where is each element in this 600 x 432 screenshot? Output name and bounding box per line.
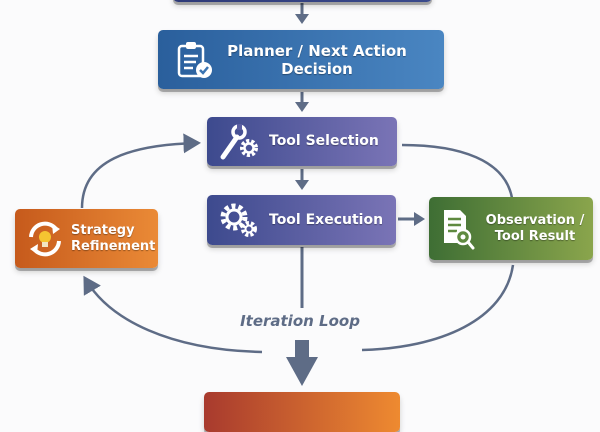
document-search-icon: [441, 207, 477, 251]
next-step-box: [204, 392, 400, 432]
connectors: [80, 3, 515, 386]
arrow-to-bottom: [286, 340, 318, 386]
refresh-lightbulb-icon: [25, 219, 65, 259]
arrow-loop-to-strategy: [83, 275, 263, 354]
observation-label: Observation / Tool Result: [485, 212, 585, 244]
agent-loop-diagram: Planner / Next Action Decision Tool Sele…: [15, 0, 593, 432]
arrow-selection-to-execution: [295, 169, 309, 190]
strategy-refinement-node[interactable]: Strategy Refinement: [15, 209, 158, 268]
planner-label: Planner / Next Action Decision: [227, 41, 407, 78]
gears-icon: [217, 201, 261, 239]
arrow-strategy-to-selection: [80, 133, 201, 209]
tool-selection-label: Tool Selection: [269, 133, 379, 150]
arrow-planner-to-selection: [295, 92, 309, 112]
arrow-top-to-planner: [295, 3, 309, 24]
strategy-label: Strategy Refinement: [71, 222, 156, 254]
line-selection-to-observation: [401, 143, 514, 199]
wrench-gear-icon: [217, 123, 261, 161]
iteration-loop-label: Iteration Loop: [240, 312, 360, 330]
clipboard-check-icon: [176, 40, 214, 80]
tool-selection-node[interactable]: Tool Selection: [207, 117, 397, 166]
tool-execution-node[interactable]: Tool Execution: [207, 195, 396, 245]
arrow-execution-to-observation: [398, 212, 425, 226]
planner-node[interactable]: Planner / Next Action Decision: [158, 30, 444, 89]
line-observation-loop-back: [361, 264, 515, 352]
previous-step-box: [173, 0, 432, 2]
tool-execution-label: Tool Execution: [269, 211, 384, 228]
observation-node[interactable]: Observation / Tool Result: [429, 197, 593, 260]
